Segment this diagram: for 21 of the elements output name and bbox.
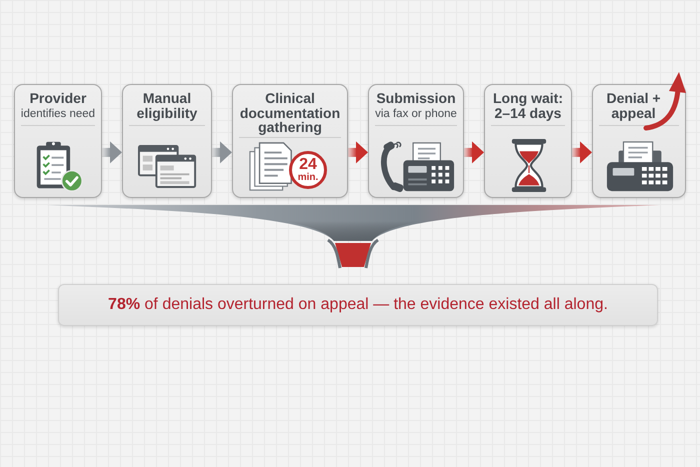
step-title: Long wait: 2–14 days	[492, 91, 564, 120]
arrow	[572, 141, 592, 164]
step-title: Clinical documentation gathering	[238, 91, 342, 136]
step-subtitle: via fax or phone	[374, 108, 458, 122]
step-card	[122, 84, 212, 198]
arrow	[212, 141, 232, 164]
step-card	[368, 84, 464, 198]
step-title: Provider	[28, 91, 88, 106]
callout-banner	[58, 284, 658, 326]
step-title: Denial + appeal	[605, 91, 662, 120]
step-title: Manual eligibility	[136, 91, 198, 120]
step-card	[484, 84, 572, 198]
step-subtitle: identifies need	[20, 108, 96, 122]
duration-badge: 24 min.	[289, 151, 327, 189]
arrow	[464, 141, 484, 164]
step-card	[232, 84, 348, 198]
step-card	[14, 84, 102, 198]
arrow	[102, 141, 122, 164]
arrow	[348, 141, 368, 164]
step-title: Submission	[375, 91, 457, 106]
callout-text: 78% of denials overturned on appeal — the evidence existed all along.	[108, 296, 608, 314]
